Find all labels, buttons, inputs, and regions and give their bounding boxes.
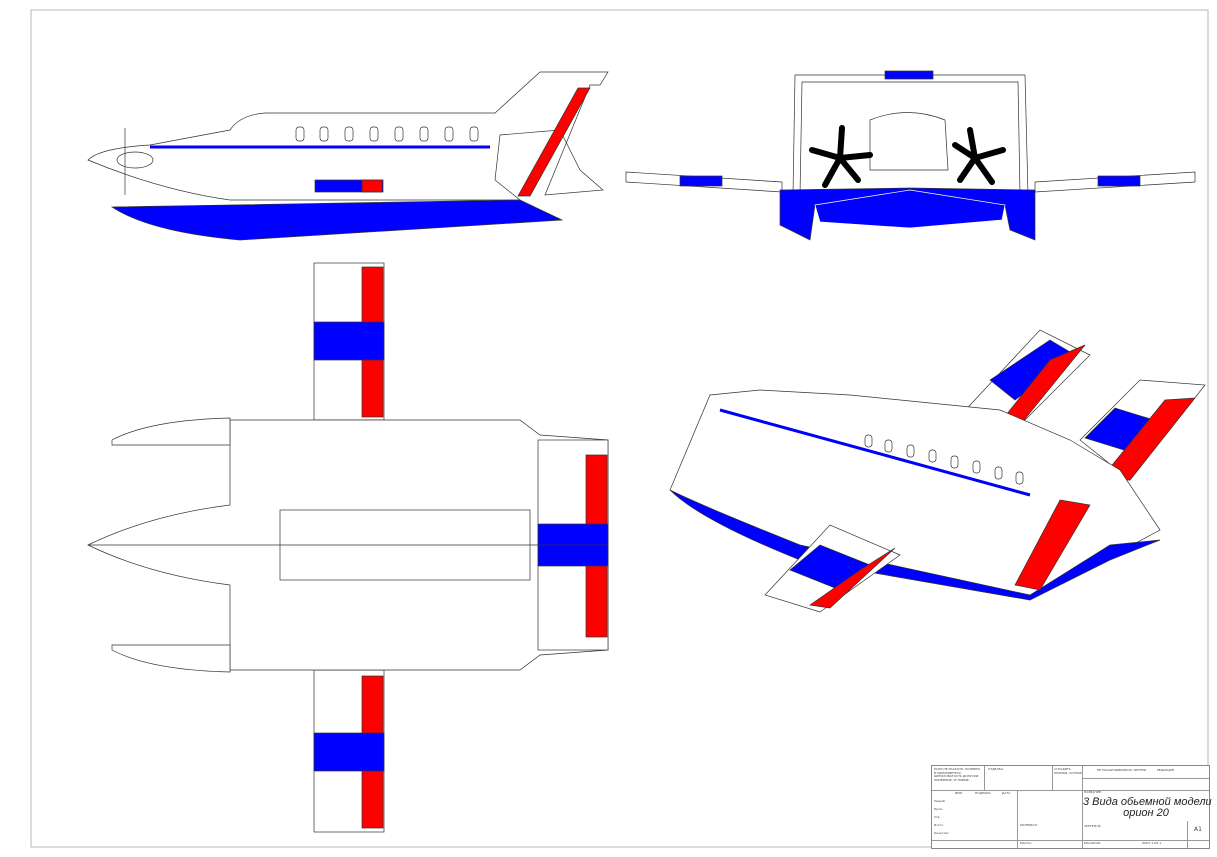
row-maker: Изгот. [934, 823, 944, 827]
finish-label: ОТДЕЛКА: [988, 767, 1004, 771]
no-scale-label: НЕ МАСШТАБИРОВАТЬ ЧЕРТЕЖ [1097, 768, 1147, 772]
drawing-no-label: ЧЕРТЕЖ № [1084, 824, 1101, 828]
isometric-view [669, 329, 1206, 613]
side-hull [110, 199, 564, 241]
row-approver: Утв. [934, 815, 941, 819]
divider [984, 766, 985, 790]
top-view [87, 262, 609, 833]
col-date: ДАТА [1002, 791, 1011, 795]
scale-label: МАСШТАБ: [1084, 841, 1101, 845]
side-view [87, 71, 609, 241]
edges-label: СГЛАДИТЬ КРОМКИ, ОСТРЫЕ [1054, 767, 1082, 775]
row-developer: Разраб. [934, 799, 946, 803]
sheet-label: ЛИСТ 1 ИЗ 1 [1142, 841, 1162, 845]
title-line-1: 3 Вида обьемной модели [1083, 796, 1212, 808]
sheet-border [30, 9, 1209, 848]
title-line-2: орион 20 [1123, 807, 1169, 819]
col-signature: ПОДПИСЬ [975, 791, 991, 795]
divider [1052, 766, 1053, 790]
divider [932, 840, 1209, 841]
title-block: ЕСЛИ НЕ УКАЗАНО: РАЗМЕРЫ В МИЛЛИМЕТРАХ Ш… [931, 765, 1212, 849]
general-notes: ЕСЛИ НЕ УКАЗАНО: РАЗМЕРЫ В МИЛЛИМЕТРАХ Ш… [934, 767, 980, 782]
name-label: НАЗВАНИЕ: [1084, 790, 1102, 794]
row-checker: Пров. [934, 807, 943, 811]
sheet-size: A1 [1194, 826, 1202, 833]
mass-label: МАССА: [1020, 841, 1032, 845]
side-tail-stripe [517, 87, 591, 197]
revision-label: РЕДАКЦИЯ [1157, 768, 1174, 772]
divider [1187, 821, 1188, 848]
row-quality: Качество [934, 831, 949, 835]
divider [932, 790, 1209, 791]
divider [1082, 766, 1083, 848]
material-label: МАТЕРИАЛ: [1020, 823, 1038, 827]
divider [1017, 790, 1018, 848]
front-view [625, 70, 1196, 241]
col-name: ИМЯ [955, 791, 962, 795]
divider [1082, 778, 1209, 779]
